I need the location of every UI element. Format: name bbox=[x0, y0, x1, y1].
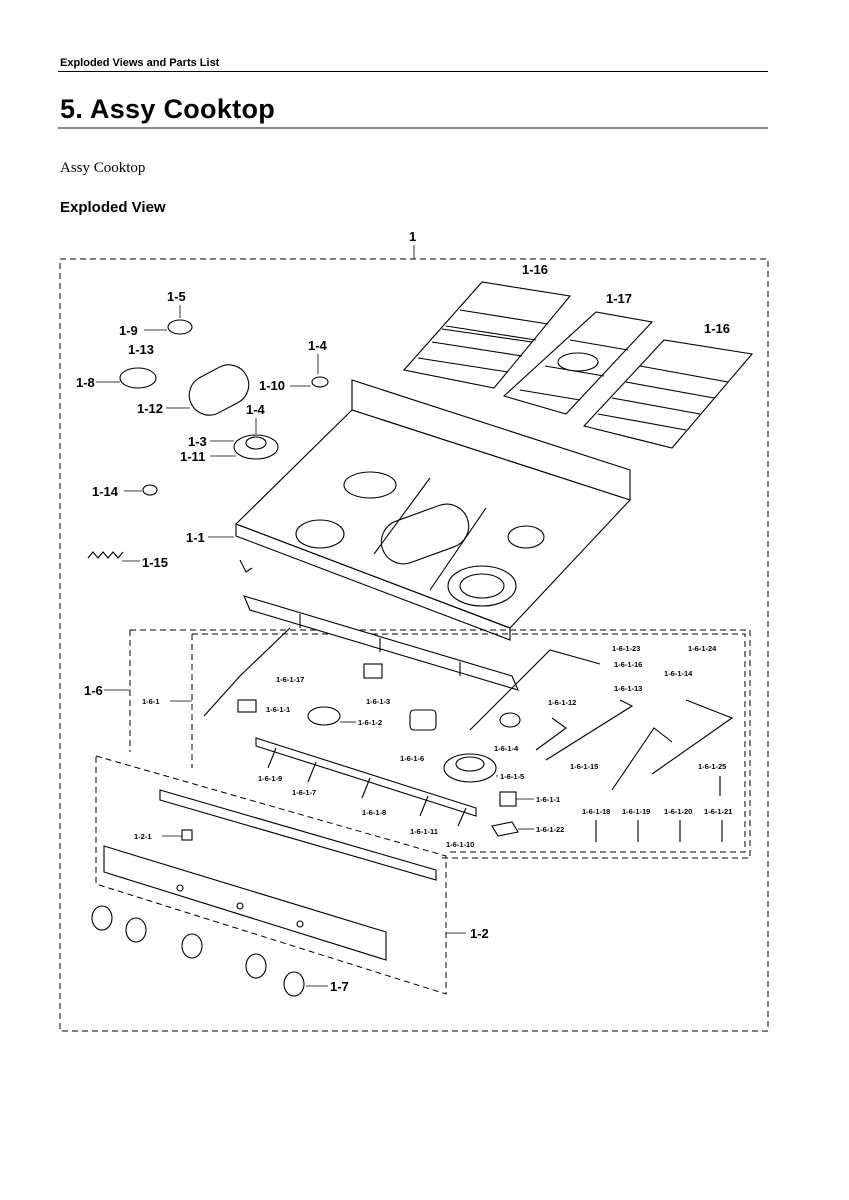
burner-base-assembly bbox=[233, 434, 279, 460]
callout-1: 1 bbox=[409, 229, 416, 244]
control-panel bbox=[103, 845, 387, 961]
callout-1-6-1-20: 1-6-1-20 bbox=[664, 807, 692, 816]
callout-1-6-1-7: 1-6-1-7 bbox=[292, 788, 316, 797]
callout-1-4-top: 1-4 bbox=[308, 338, 328, 353]
callout-1-9: 1-9 bbox=[119, 323, 138, 338]
callout-1-7: 1-7 bbox=[330, 979, 349, 994]
burner-head-1 bbox=[307, 706, 341, 726]
oval-griddle-cap bbox=[188, 364, 250, 416]
burner-bracket bbox=[243, 595, 519, 691]
callout-1-11: 1-11 bbox=[180, 449, 205, 464]
callout-1-6-1-9: 1-6-1-9 bbox=[258, 774, 282, 783]
callout-1-5: 1-5 bbox=[167, 289, 186, 304]
clip-part bbox=[181, 829, 193, 841]
callout-1-6-1-19: 1-6-1-19 bbox=[622, 807, 650, 816]
burner-cap-small bbox=[167, 319, 193, 335]
callout-1-6-1-10: 1-6-1-10 bbox=[446, 840, 474, 849]
mount-plate bbox=[491, 821, 519, 837]
callout-1-6-1-1-top: 1-6-1-1 bbox=[266, 705, 290, 714]
small-knob-cap bbox=[311, 376, 329, 388]
subassembly-1-2-boundary bbox=[95, 755, 447, 995]
callout-1-6-1-2: 1-6-1-2 bbox=[358, 718, 382, 727]
callout-1-6-1-16: 1-6-1-16 bbox=[614, 660, 642, 669]
callout-1-6-1-24: 1-6-1-24 bbox=[688, 644, 717, 653]
callout-1-3: 1-3 bbox=[188, 434, 207, 449]
callout-1-6-1-1-bottom: 1-6-1-1 bbox=[536, 795, 560, 804]
cooktop-panel bbox=[235, 379, 631, 641]
control-knobs bbox=[91, 905, 305, 997]
callout-1-6-1-3: 1-6-1-3 bbox=[366, 697, 390, 706]
callout-1-6-1-23: 1-6-1-23 bbox=[612, 644, 640, 653]
gas-tube-right-5 bbox=[651, 699, 734, 775]
igniter-1 bbox=[363, 663, 383, 679]
gas-tube-right-1 bbox=[469, 649, 601, 731]
callout-1-1: 1-1 bbox=[186, 530, 205, 545]
valve-1 bbox=[237, 699, 257, 713]
callout-1-10: 1-10 bbox=[259, 378, 285, 393]
center-grate bbox=[502, 311, 654, 415]
title-rule bbox=[58, 127, 768, 129]
burner-head-3 bbox=[499, 712, 521, 728]
callout-1-6-1-13: 1-6-1-13 bbox=[614, 684, 642, 693]
callout-1-6-1-21: 1-6-1-21 bbox=[704, 807, 732, 816]
callout-1-2: 1-2 bbox=[470, 926, 489, 941]
callout-1-6-1-22: 1-6-1-22 bbox=[536, 825, 564, 834]
spring-part bbox=[87, 551, 124, 559]
control-panel-bracket bbox=[159, 789, 437, 881]
manifold bbox=[255, 737, 477, 827]
burner-cap-large bbox=[119, 367, 157, 389]
callout-1-8: 1-8 bbox=[76, 375, 95, 390]
callout-1-16-right: 1-16 bbox=[704, 321, 730, 336]
callout-1-4-mid: 1-4 bbox=[246, 402, 266, 417]
burner-head-2 bbox=[409, 709, 437, 731]
callout-1-14: 1-14 bbox=[92, 484, 119, 499]
callout-1-13: 1-13 bbox=[128, 342, 154, 357]
callout-1-6-1-8: 1-6-1-8 bbox=[362, 808, 386, 817]
callout-1-17: 1-17 bbox=[606, 291, 632, 306]
callout-1-15: 1-15 bbox=[142, 555, 168, 570]
section-header: Exploded Views and Parts List bbox=[60, 57, 220, 69]
callout-1-6-1-17: 1-6-1-17 bbox=[276, 675, 304, 684]
subassembly-1-6-1-boundary bbox=[191, 633, 746, 853]
callout-1-6-1-18: 1-6-1-18 bbox=[582, 807, 610, 816]
callout-1-6-1-15: 1-6-1-15 bbox=[570, 762, 598, 771]
subassembly-1-6-boundary bbox=[129, 629, 751, 859]
callout-1-6-1-4: 1-6-1-4 bbox=[494, 744, 519, 753]
gas-tube-right-3 bbox=[545, 699, 634, 761]
section-heading: Exploded View bbox=[60, 199, 166, 216]
right-grate bbox=[582, 339, 754, 449]
gas-tube-right-2 bbox=[535, 717, 567, 751]
header-rule bbox=[58, 71, 768, 72]
page-title: 5. Assy Cooktop bbox=[60, 94, 276, 124]
burner-head-large bbox=[443, 753, 497, 783]
callout-1-6-1: 1-6-1 bbox=[142, 697, 160, 706]
gas-tube-right-4 bbox=[611, 727, 673, 791]
callout-1-2-1: 1-2-1 bbox=[134, 832, 152, 841]
callout-1-6-1-14: 1-6-1-14 bbox=[664, 669, 693, 678]
callout-1-6-1-11: 1-6-1-11 bbox=[410, 827, 438, 836]
callout-1-6: 1-6 bbox=[84, 683, 103, 698]
callout-1-6-1-6: 1-6-1-6 bbox=[400, 754, 424, 763]
left-grate bbox=[402, 281, 572, 389]
igniter-cap bbox=[142, 484, 158, 496]
callout-1-12: 1-12 bbox=[137, 401, 163, 416]
callout-1-16-left: 1-16 bbox=[522, 262, 548, 277]
valve-2 bbox=[499, 791, 517, 807]
callout-1-6-1-25: 1-6-1-25 bbox=[698, 762, 726, 771]
callout-1-6-1-12: 1-6-1-12 bbox=[548, 698, 576, 707]
callout-1-6-1-5: 1-6-1-5 bbox=[500, 772, 524, 781]
gas-tube-left bbox=[203, 627, 291, 717]
orifice-pins bbox=[595, 776, 723, 842]
subtitle: Assy Cooktop bbox=[60, 160, 146, 176]
